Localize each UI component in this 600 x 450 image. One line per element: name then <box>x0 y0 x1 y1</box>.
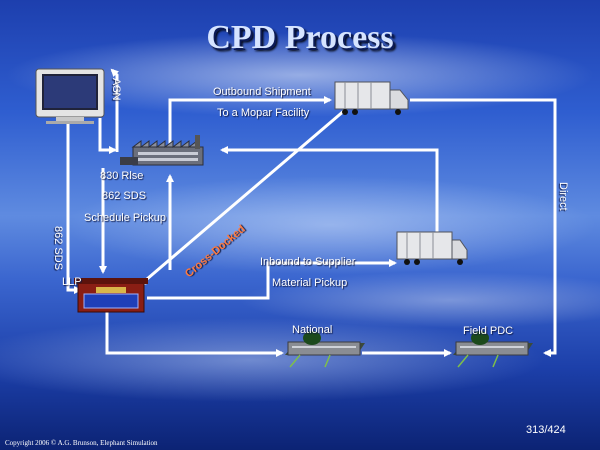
llp-to-national-arrow <box>105 312 284 357</box>
sds-label: 862 SDS <box>102 190 147 202</box>
field-pdc-label: Field PDC <box>463 325 514 337</box>
rlse-label: 830 Rlse <box>100 170 144 182</box>
inbound-to-factory-arrow <box>220 146 439 236</box>
sds-to-llp-line <box>66 120 82 294</box>
asn-arrow <box>110 68 120 152</box>
slide-title: CPD Process <box>206 19 394 56</box>
outbound-label-line2: To a Mopar Facility <box>217 107 310 119</box>
truck-icon <box>396 231 468 265</box>
inbound-label-line1: Inbound to Supplier <box>260 256 356 268</box>
direct-label: Direct <box>557 182 569 211</box>
page-number: 313/424 <box>526 424 566 436</box>
cross-docked-arrow <box>138 108 346 287</box>
sds-vertical-label: 862 SDS <box>52 226 64 271</box>
computer-icon <box>35 68 105 124</box>
inbound-label-line2: Material Pickup <box>272 277 348 289</box>
factory-icon <box>120 135 204 166</box>
connector-lines <box>66 68 557 357</box>
llp-label: LLP <box>62 276 82 288</box>
rlse-arrow <box>98 118 117 154</box>
direct-arrow <box>410 98 557 357</box>
outbound-label-line1: Outbound Shipment <box>213 86 311 98</box>
copyright-notice: Copyright 2006 © A.G. Brunson, Elephant … <box>5 439 158 447</box>
warehouse-icon <box>285 331 365 368</box>
asn-label: ASN <box>110 78 122 101</box>
truck-icon <box>334 81 409 115</box>
outbound-arrow <box>168 96 332 150</box>
llp-to-inbound-truck-line <box>147 259 397 300</box>
llp-building-icon <box>74 278 148 313</box>
warehouse-icon <box>453 331 533 368</box>
national-label: National <box>292 324 333 336</box>
schedule-pickup-label: Schedule Pickup <box>84 212 166 224</box>
